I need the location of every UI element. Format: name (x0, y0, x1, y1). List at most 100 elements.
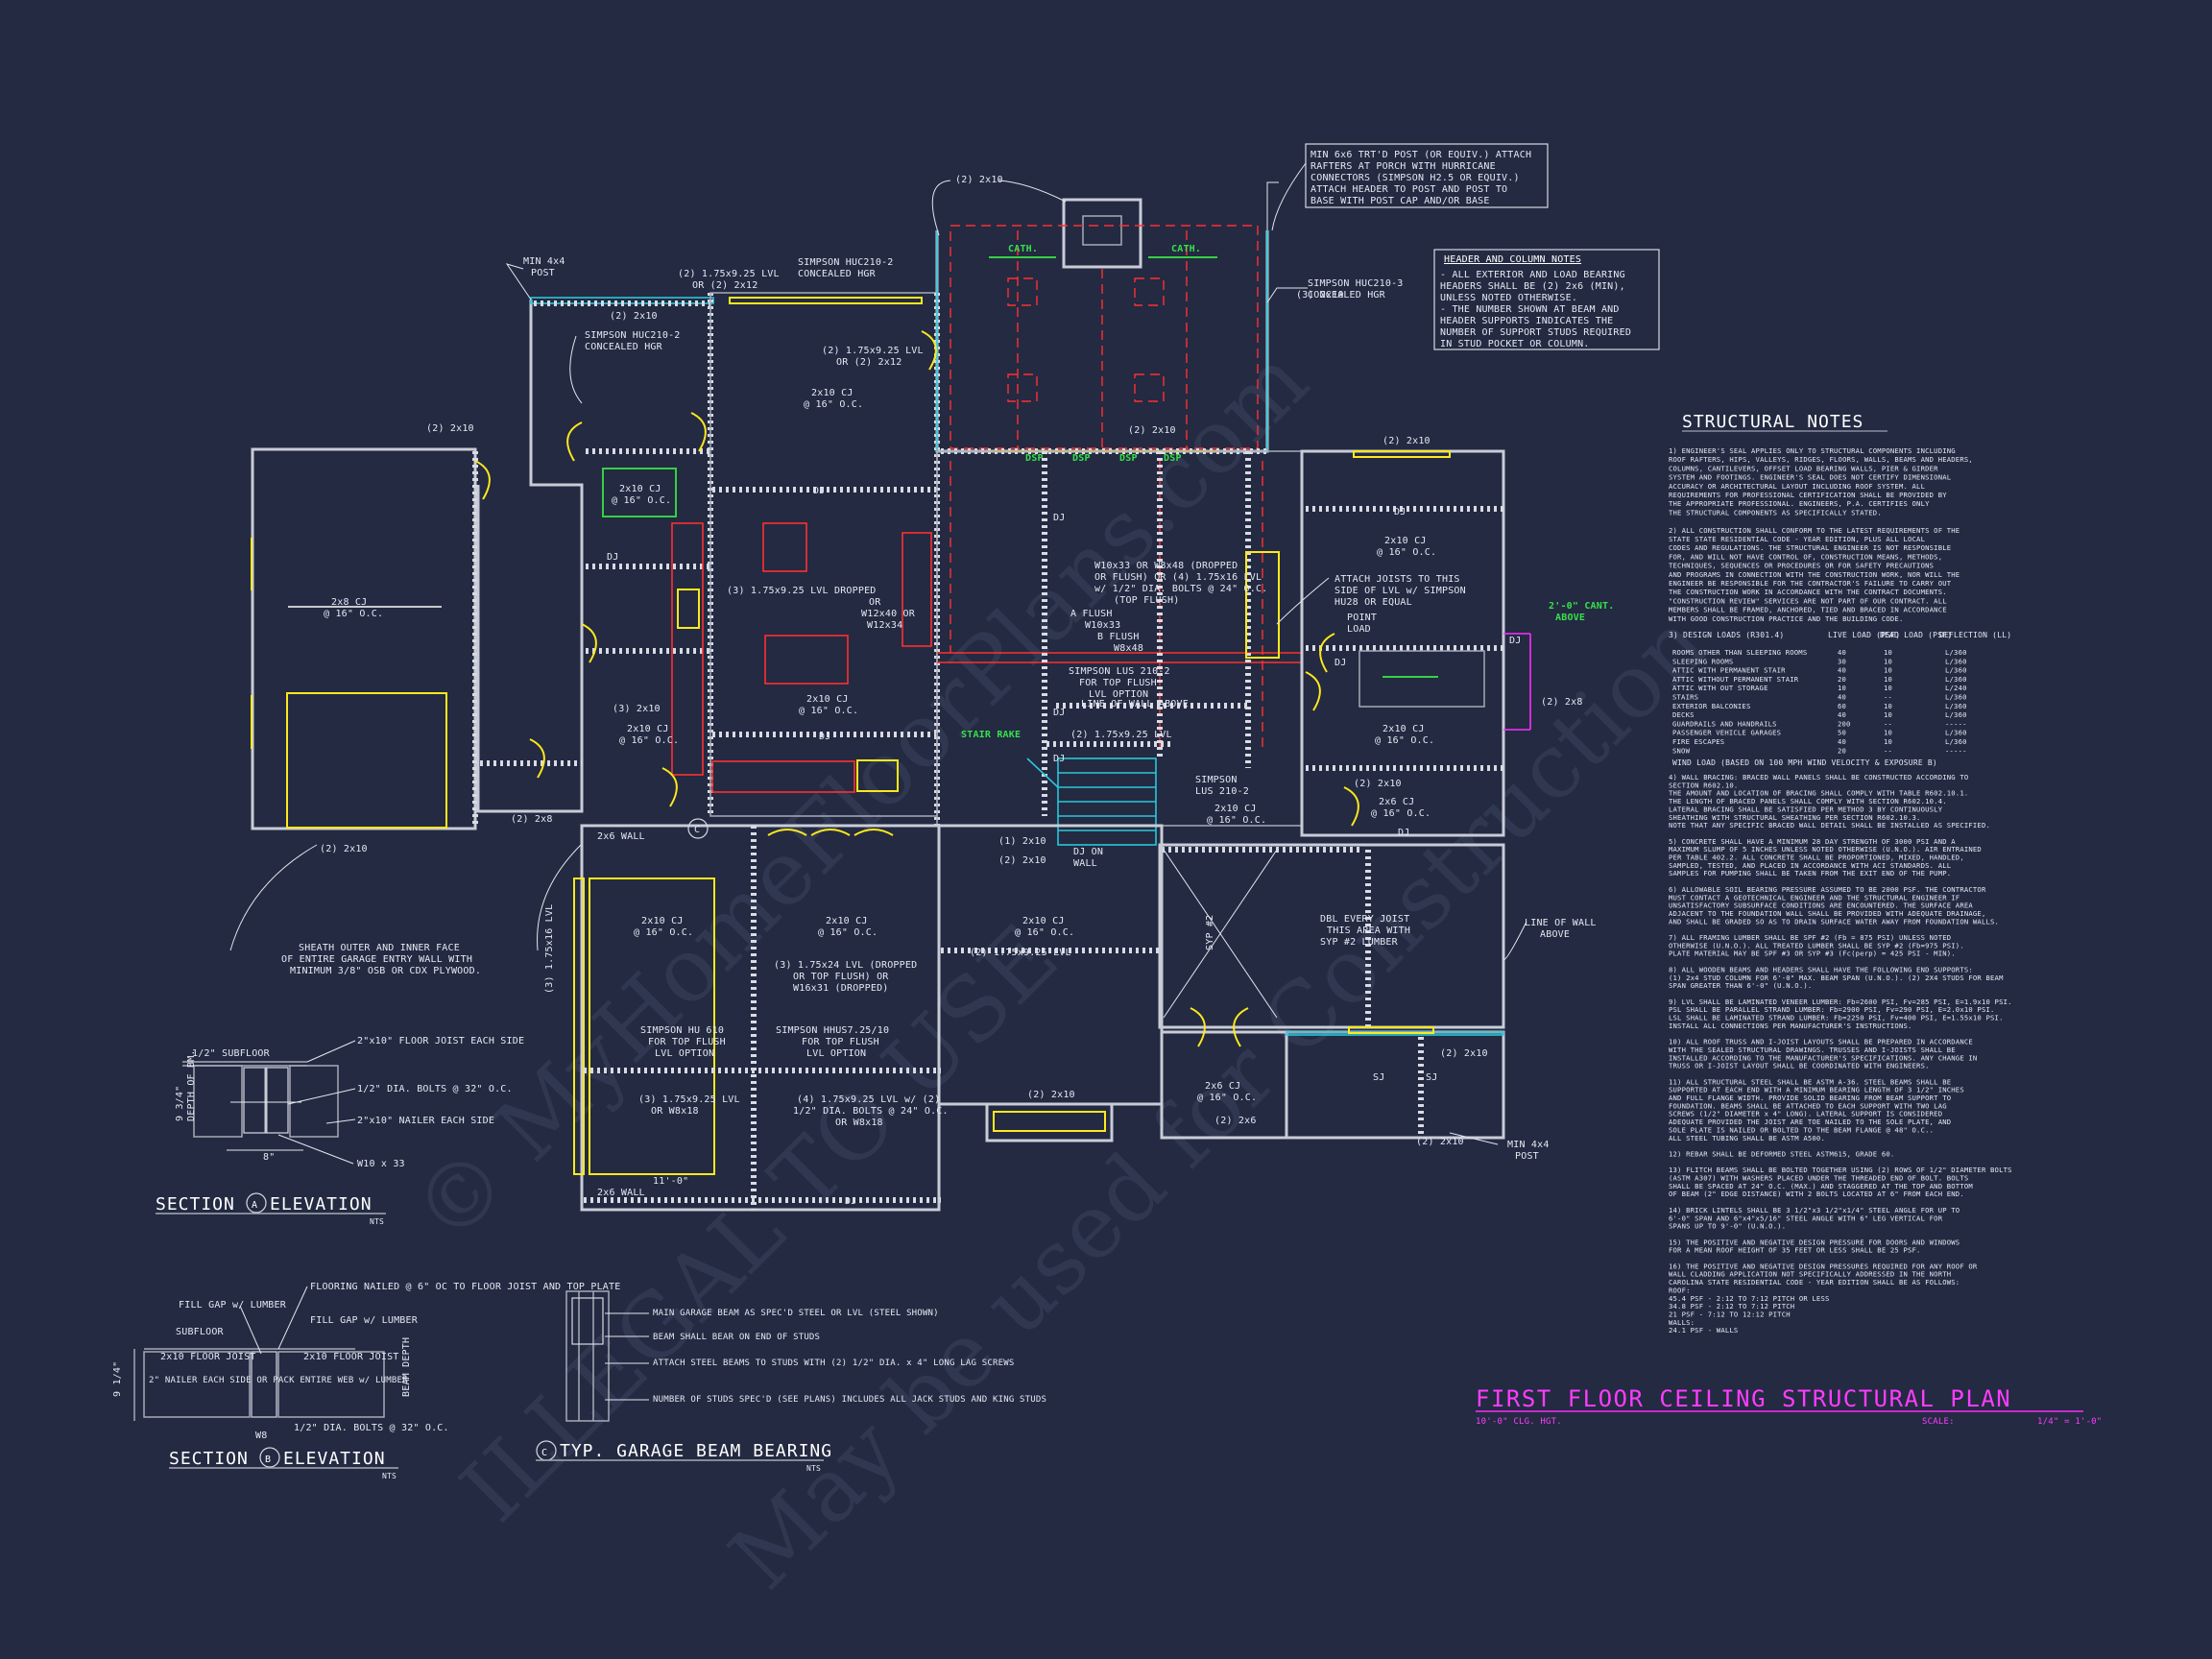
label-cj: 2x10 CJ (1214, 804, 1257, 814)
label-lvl-dropped: OR (869, 597, 881, 608)
label-cj: 2x10 CJ (641, 916, 684, 926)
green-bench (602, 468, 677, 517)
loads-table-cell: 10 (1884, 675, 1892, 684)
structural-note-line: UNSATISFACTORY SUBSURFACE CONDITIONS ARE… (1669, 902, 1973, 910)
section-a-nts: NTS (370, 1217, 384, 1226)
structural-note-line: ADJACENT TO THE FOUNDATION WALL SHALL BE… (1669, 909, 1986, 918)
label-dbl: DBL EVERY JOIST (1320, 914, 1409, 925)
label-lvl-mid: OR (2) 2x12 (836, 357, 902, 368)
label-w10: w/ 1/2" DIA. BOLTS @ 24" O.C. (1094, 584, 1267, 594)
porch-note-line: RAFTERS AT PORCH WITH HURRICANE (1310, 161, 1496, 172)
ceiling-height: 10'-0" CLG. HGT. (1476, 1417, 1562, 1427)
section-c-label: MAIN GARAGE BEAM AS SPEC'D STEEL OR LVL … (653, 1309, 939, 1318)
section-a-detail: 1/2" SUBFLOOR 2"x10" FLOOR JOIST EACH SI… (156, 1036, 524, 1226)
section-b-suffix: ELEVATION (283, 1449, 386, 1469)
loads-table-cell: ATTIC WITH OUT STORAGE (1672, 684, 1768, 692)
structural-note-line: COLUMNS, CANTILEVERS, OFFSET LOAD BEARIN… (1669, 464, 1938, 472)
structural-note-line: NOTE THAT ANY SPECIFIC BRACED WALL DETAI… (1669, 821, 1990, 830)
section-b-label: BEAM DEPTH (401, 1337, 412, 1397)
label-3x10: (3) 2x10 (1296, 290, 1344, 301)
label-hu610: LVL OPTION (655, 1048, 714, 1059)
structural-note-line: (ASTM A307) WITH WASHERS PLACED UNDER TH… (1669, 1174, 1968, 1183)
scale-value: 1/4" = 1'-0" (2037, 1417, 2102, 1427)
label-dj: DJ (1398, 828, 1409, 838)
label-cj: @ 16" O.C. (804, 399, 863, 410)
structural-note-line: WALL CLADDING APPLICATION NOT SPECIFICAL… (1669, 1270, 1951, 1279)
label-stair-rake: STAIR RAKE (961, 730, 1021, 740)
label-lus: SIMPSON LUS 210-2 (1069, 666, 1170, 677)
red-fridge (902, 532, 932, 647)
header-column-notes: HEADER AND COLUMN NOTES - ALL EXTERIOR A… (1433, 249, 1660, 350)
stair-rake-line (1026, 757, 1059, 788)
label-bolts: (4) 1.75x9.25 LVL w/ (2) (797, 1094, 940, 1105)
label-syp: SYP #2 (1205, 915, 1215, 950)
loads-table-cell: 10 (1884, 729, 1892, 737)
loads-table-cell: ROOMS OTHER THAN SLEEPING ROOMS (1672, 648, 1807, 657)
structural-note-line: FOR, AND WILL NOT HAVE CONTROL OF, CONST… (1669, 552, 1942, 561)
structural-note-line: MAXIMUM SLUMP OF 5 INCHES UNLESS NOTED O… (1669, 845, 1982, 854)
structural-note-line: PER TABLE 402.2. ALL CONCRETE SHALL BE P… (1669, 854, 1964, 862)
porch-post-note: MIN 6x6 TRT'D POST (OR EQUIV.) ATTACH RA… (1305, 143, 1549, 208)
section-b-label: FILL GAP w/ LUMBER (179, 1300, 287, 1310)
label-dsp: DSP (1072, 453, 1091, 464)
label-sheath: OF ENTIRE GARAGE ENTRY WALL WITH (281, 954, 472, 965)
structural-notes: STRUCTURAL NOTES 1) ENGINEER'S SEAL APPL… (1669, 412, 2012, 1334)
structural-note-line: INSTALLED ACCORDING TO THE MANUFACTURER'… (1669, 1053, 1977, 1062)
header-note-title: HEADER AND COLUMN NOTES (1444, 254, 1581, 265)
structural-note-line: PLATE MATERIAL MAY BE SPF #3 OR SYP #3 (… (1669, 950, 1956, 958)
label-w10: OR FLUSH) OR (4) 1.75x16 LVL (1094, 572, 1262, 583)
leader (325, 1118, 356, 1124)
label-dj: DJ (1053, 513, 1065, 523)
loads-table-cell: -- (1884, 719, 1892, 728)
title-block: FIRST FLOOR CEILING STRUCTURAL PLAN 10'-… (1476, 1385, 2102, 1427)
label-cj: @ 16" O.C. (1197, 1093, 1257, 1103)
section-b-letter: B (265, 1455, 271, 1465)
cath-box (1007, 277, 1038, 306)
structural-note-line: SCREWS (1/2" DIAMETER x 4" LONG). LATERA… (1669, 1110, 1942, 1118)
loads-table-cell: FIRE ESCAPES (1672, 737, 1724, 746)
window-header-kitchen (729, 297, 923, 304)
structural-note-line: 24.1 PSF - WALLS (1669, 1326, 1738, 1334)
loads-table-cell: SNOW (1672, 746, 1691, 755)
section-b-label: FILL GAP w/ LUMBER (310, 1315, 419, 1326)
section-b-nts: NTS (382, 1472, 397, 1480)
label-2x6: (2) 2x6 (1214, 1116, 1257, 1126)
floor-joist-left (193, 1065, 243, 1138)
label-sj: SJ (1373, 1072, 1384, 1083)
label-flush-a: W10x33 (1085, 620, 1120, 631)
structural-note-line: 6) ALLOWABLE SOIL BEARING PRESSURE ASSUM… (1669, 885, 1986, 894)
structural-note-line: 13) FLITCH BEAMS SHALL BE BOLTED TOGETHE… (1669, 1166, 2012, 1174)
label-attach: HU28 OR EQUAL (1334, 597, 1412, 608)
loads-header-live: LIVE LOAD (PSF) (1828, 631, 1900, 639)
label-2x10: (2) 2x10 (1027, 1090, 1075, 1100)
section-a-label: 1/2" DIA. BOLTS @ 32" O.C. (357, 1084, 513, 1094)
structural-note-line: 14) BRICK LINTELS SHALL BE 3 1/2"x3 1/2"… (1669, 1206, 1960, 1214)
label-3x10: (3) 2x10 (613, 704, 661, 714)
structural-note-line: 8) ALL WOODEN BEAMS AND HEADERS SHALL HA… (1669, 965, 1973, 974)
label-cj: @ 16" O.C. (1371, 808, 1431, 819)
structural-note-line: SYSTEM AND FOOTINGS. ENGINEER'S SEAL DOE… (1669, 473, 1951, 482)
label-sj: SJ (1426, 1072, 1437, 1083)
label-min-post: MIN 4x4 (523, 256, 565, 267)
loads-table-cell: 40 (1838, 648, 1846, 657)
structural-note-line: SHEATHING WITH STRUCTURAL SHEATHING PER … (1669, 813, 1921, 822)
section-b-label: 9 1/4" (112, 1361, 123, 1397)
label-cj: @ 16" O.C. (634, 927, 693, 938)
label-hhus: SIMPSON HHUS7.25/10 (776, 1025, 889, 1036)
yellow-sink (856, 759, 899, 792)
structural-note-line: OTHERWISE (U.N.O.). ALL TREATED LUMBER S… (1669, 941, 1964, 950)
section-c-nts: NTS (806, 1464, 821, 1473)
structural-note-line: SPAN GREATER THAN 6'-0" (U.N.O.). (1669, 981, 1812, 990)
label-lvl-mid: (2) 1.75x9.25 LVL (822, 346, 924, 356)
label-lus: LVL OPTION (1089, 689, 1148, 700)
structural-note-line: ACCURACY OR ARCHITECTURAL LAYOUT INCLUDI… (1669, 482, 1925, 491)
label-cj: @ 16" O.C. (1375, 735, 1434, 746)
structural-note-line: WITH THE SEALED STRUCTURAL DRAWINGS. TRU… (1669, 1046, 1956, 1054)
label-2x10: (2) 2x10 (1128, 425, 1176, 436)
label-cath: CATH. (1008, 244, 1038, 254)
window-right-top (1353, 450, 1451, 458)
structural-note-line: 15) THE POSITIVE AND NEGATIVE DESIGN PRE… (1669, 1238, 1960, 1246)
structural-note-line: THE AMOUNT AND LOCATION OF BRACING SHALL… (1669, 789, 1968, 798)
loads-table-cell: 10 (1884, 737, 1892, 746)
